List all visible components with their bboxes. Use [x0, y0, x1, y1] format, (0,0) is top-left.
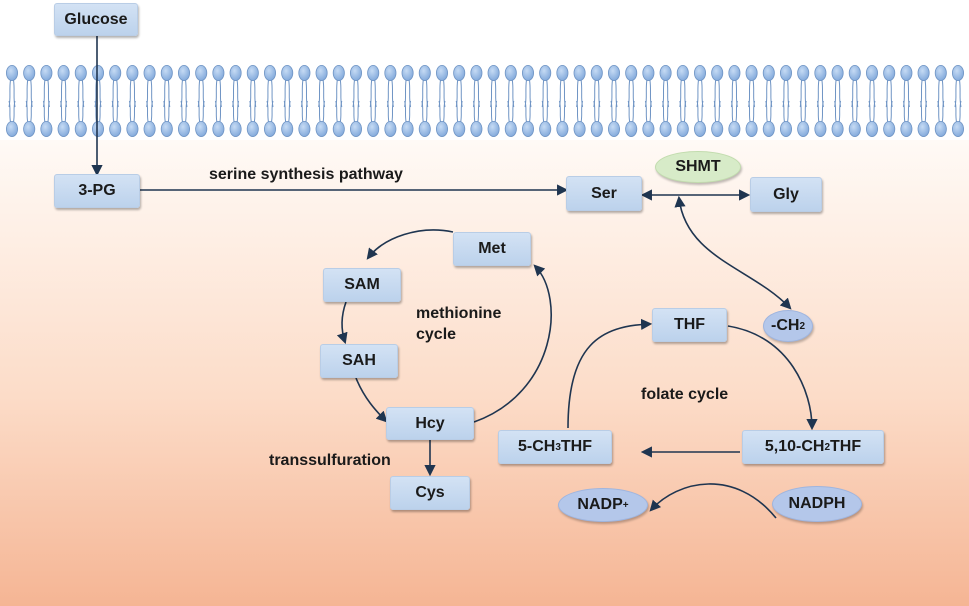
node-gly: Gly [750, 177, 822, 212]
phospholipid [539, 65, 552, 138]
phospholipid [40, 65, 53, 138]
phospholipid [349, 65, 362, 138]
phospholipid [384, 65, 397, 138]
node-ser: Ser [566, 176, 642, 211]
phospholipid [315, 65, 328, 138]
node-hcy: Hcy [386, 407, 474, 440]
phospholipid [573, 65, 586, 138]
phospholipid [522, 65, 535, 138]
phospholipid [952, 65, 965, 138]
phospholipid [642, 65, 655, 138]
phospholipid [74, 65, 87, 138]
phospholipid [470, 65, 483, 138]
phospholipid [229, 65, 242, 138]
phospholipid [23, 65, 36, 138]
phospholipid [917, 65, 930, 138]
phospholipid [831, 65, 844, 138]
phospholipid [711, 65, 724, 138]
arrow-met-to-sam [366, 229, 454, 260]
node-cys: Cys [390, 476, 470, 510]
phospholipid [625, 65, 638, 138]
phospholipid [866, 65, 879, 138]
phospholipid [487, 65, 500, 138]
phospholipid [212, 65, 225, 138]
phospholipid [195, 65, 208, 138]
phospholipid [676, 65, 689, 138]
node-sam: SAM [323, 268, 401, 302]
arrow-5ch3thf-to-thf [567, 318, 653, 429]
phospholipid [900, 65, 913, 138]
phospholipid [883, 65, 896, 138]
label-serine-synthesis-pathway: serine synthesis pathway [209, 166, 403, 183]
node-met: Met [453, 232, 531, 266]
arrow-thf-to-ch2thf [727, 325, 818, 431]
node-sah: SAH [320, 344, 398, 378]
arrow-hcy-to-met [473, 264, 552, 423]
phospholipid [57, 65, 70, 138]
phospholipid [6, 65, 18, 138]
label-methionine-cycle: methionine cycle [416, 305, 502, 343]
phospholipid [367, 65, 380, 138]
cell-membrane [6, 65, 965, 138]
phospholipid [418, 65, 431, 138]
phospholipid [177, 65, 190, 138]
phospholipid [814, 65, 827, 138]
phospholipid [298, 65, 311, 138]
phospholipid [281, 65, 294, 138]
cytoplasm-region [0, 140, 969, 606]
phospholipid [797, 65, 810, 138]
phospholipid [453, 65, 466, 138]
phospholipid [246, 65, 259, 138]
phospholipid [92, 65, 105, 138]
phospholipid [401, 65, 414, 138]
phospholipid [263, 65, 276, 138]
enzyme-shmt: SHMT [655, 151, 741, 183]
phospholipid [848, 65, 861, 138]
phospholipid [762, 65, 775, 138]
label-folate-cycle: folate cycle [641, 386, 729, 403]
phospholipid [659, 65, 672, 138]
node-3pg: 3-PG [54, 174, 140, 208]
phospholipid [109, 65, 122, 138]
phospholipid [728, 65, 741, 138]
phospholipid [556, 65, 569, 138]
phospholipid [590, 65, 603, 138]
arrows [91, 36, 818, 519]
node-nadph: NADPH [772, 486, 862, 522]
node-nadp-plus: NADP+ [558, 488, 648, 522]
label-transsulfuration: transsulfuration [269, 452, 391, 469]
phospholipid [143, 65, 156, 138]
node-glucose: Glucose [54, 3, 138, 36]
phospholipid [780, 65, 793, 138]
arrow-sah-to-hcy [355, 377, 388, 423]
phospholipid [504, 65, 517, 138]
phospholipid [694, 65, 707, 138]
phospholipid [160, 65, 173, 138]
arrow-nadph-to-nadp [649, 483, 777, 519]
phospholipid [435, 65, 448, 138]
phospholipid [934, 65, 947, 138]
node-thf: THF [652, 308, 727, 342]
phospholipid [332, 65, 345, 138]
phospholipid [745, 65, 758, 138]
arrow-sam-to-sah [336, 301, 348, 345]
phospholipid [608, 65, 621, 138]
phospholipid [126, 65, 139, 138]
arrow-ser-ch2 [674, 195, 792, 310]
